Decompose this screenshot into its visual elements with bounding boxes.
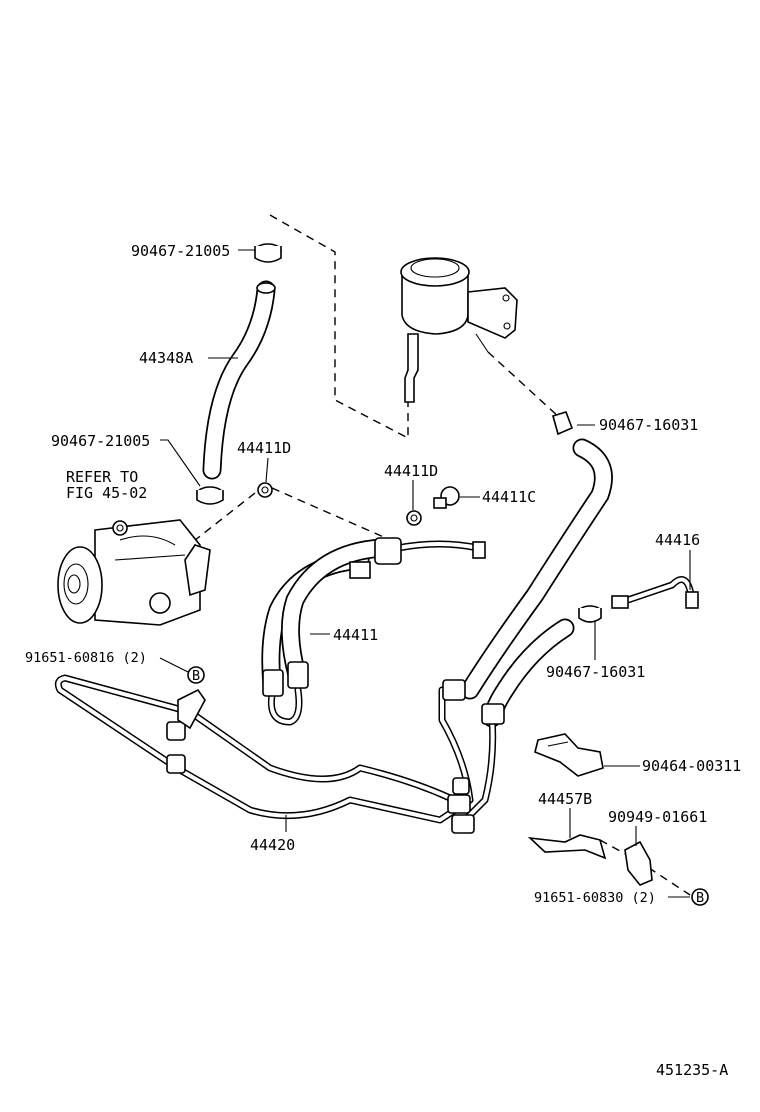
gasket-left-part	[257, 482, 273, 498]
clamp-top-part	[254, 243, 282, 263]
bracket-clamp-part	[534, 733, 604, 777]
return-hose	[202, 280, 276, 480]
label-gasket-left: 44411D	[237, 439, 291, 457]
dashed-link-pump	[184, 492, 256, 549]
cushion-part	[624, 840, 653, 886]
label-bolt-right: 91651-60830 (2)	[534, 890, 656, 906]
label-gasket-right: 44411D	[384, 462, 438, 480]
cooler-pipe-part	[611, 576, 699, 609]
marker-b-left: B	[187, 666, 205, 684]
label-refer-line1: REFER TO	[66, 468, 138, 486]
marker-b-right: B	[691, 888, 709, 906]
label-bolt-left: 91651-60816 (2)	[25, 650, 147, 666]
dashed-link-gasket	[271, 487, 396, 543]
marker-b-right-text: B	[696, 890, 704, 906]
union-bolt-part	[433, 486, 460, 509]
label-figure-id: 451235-A	[656, 1061, 728, 1079]
label-cushion: 90949-01661	[608, 808, 707, 826]
bracket-part	[527, 834, 607, 860]
dashed-link-clamp	[487, 351, 561, 419]
clamp-left-part	[196, 486, 224, 505]
label-return-tube: 44420	[250, 836, 295, 854]
label-clamp-top: 90467-21005	[131, 242, 230, 260]
label-refer-line2: FIG 45-02	[66, 484, 147, 502]
label-return-hose: 44348A	[139, 349, 193, 367]
label-union-bolt: 44411C	[482, 488, 536, 506]
leader-lines	[159, 249, 691, 898]
dashed-link-reservoir	[269, 214, 409, 440]
pump-part	[57, 519, 211, 626]
clamp-right-part	[578, 605, 602, 623]
reservoir-tank	[400, 257, 518, 403]
label-reservoir-clamp: 90467-16031	[599, 416, 698, 434]
marker-b-left-text: B	[192, 668, 200, 684]
label-clamp-left: 90467-21005	[51, 432, 150, 450]
pressure-hose	[261, 537, 486, 726]
label-cooler-pipe: 44416	[655, 531, 700, 549]
label-bracket: 44457B	[538, 790, 592, 808]
label-bracket-clamp: 90464-00311	[642, 757, 741, 775]
label-clamp-right: 90467-16031	[546, 663, 645, 681]
reservoir-clamp-part	[552, 411, 574, 436]
gasket-right-part	[406, 510, 422, 526]
label-pressure-hose: 44411	[333, 626, 378, 644]
return-tube-part	[54, 674, 505, 834]
